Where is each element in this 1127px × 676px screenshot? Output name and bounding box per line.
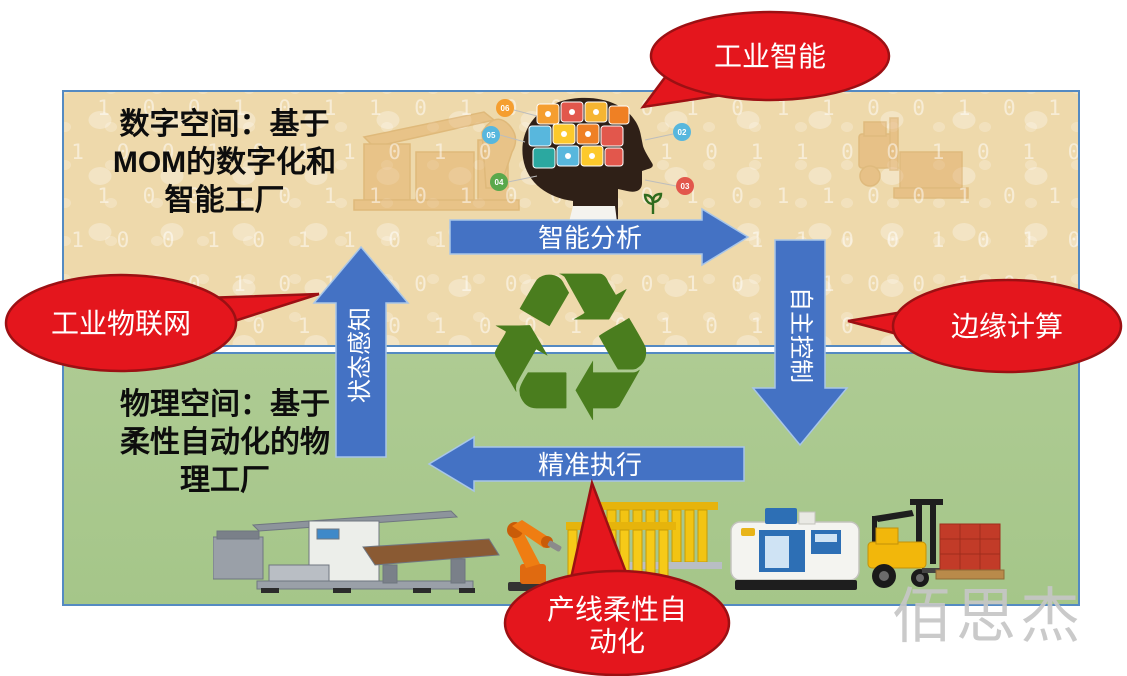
production-line-machine bbox=[213, 510, 500, 593]
arrow-state-sensing bbox=[312, 245, 410, 458]
physical-space-title: 物理空间：基于 柔性自动化的物 理工厂 bbox=[64, 386, 386, 500]
brain-head-illustration: 06 05 04 02 03 bbox=[477, 90, 699, 222]
badge-04: 04 bbox=[495, 178, 504, 187]
arrow-label-control: 自主控制 bbox=[787, 287, 814, 383]
physical-title-line3: 理工厂 bbox=[180, 464, 270, 497]
digital-space-title: 数字空间：基于 MOM的数字化和 智能工厂 bbox=[72, 106, 377, 220]
cnc-machine bbox=[730, 508, 860, 590]
callout-label-line2: 动化 bbox=[589, 626, 645, 657]
callout-edge-computing: 边缘计算 bbox=[847, 278, 1123, 374]
physical-title-line1: 物理空间：基于 bbox=[120, 388, 330, 421]
faded-factory-art bbox=[353, 111, 969, 211]
callout-label-line1: 产线柔性自 bbox=[547, 594, 687, 625]
digital-title-line3: 智能工厂 bbox=[164, 184, 285, 217]
forklift-with-pallet bbox=[867, 499, 1005, 588]
physical-title-line2: 柔性自动化的物 bbox=[120, 426, 330, 459]
arrow-autonomous-control bbox=[751, 239, 849, 447]
badge-05: 05 bbox=[487, 131, 496, 140]
digital-title-line2: MOM的数字化和 bbox=[112, 146, 337, 179]
arrow-label-analysis: 智能分析 bbox=[537, 223, 642, 253]
badge-03: 03 bbox=[681, 182, 690, 191]
callout-label: 边缘计算 bbox=[951, 311, 1063, 342]
arrow-label-sensing: 状态感知 bbox=[347, 307, 374, 403]
badge-06: 06 bbox=[501, 104, 510, 113]
callout-label: 工业智能 bbox=[714, 41, 826, 72]
arrow-intelligent-analysis bbox=[449, 207, 750, 267]
arrow-precise-execution bbox=[427, 435, 745, 493]
callout-industrial-iot: 工业物联网 bbox=[4, 273, 320, 373]
watermark-logo: 佰思杰 bbox=[892, 583, 1084, 650]
recycle-loop-icon: ♻ bbox=[477, 233, 664, 465]
head-silhouette-icon: 06 05 04 02 03 bbox=[482, 97, 694, 222]
callout-flexible-automation: 产线柔性自 动化 bbox=[503, 478, 731, 676]
sprout-icon bbox=[643, 192, 663, 214]
digital-title-line1: 数字空间：基于 bbox=[119, 108, 330, 141]
callout-industrial-intelligence: 工业智能 bbox=[640, 10, 891, 109]
arrow-label-execution: 精准执行 bbox=[537, 450, 642, 480]
callout-label: 工业物联网 bbox=[51, 308, 191, 339]
badge-02: 02 bbox=[678, 128, 687, 137]
